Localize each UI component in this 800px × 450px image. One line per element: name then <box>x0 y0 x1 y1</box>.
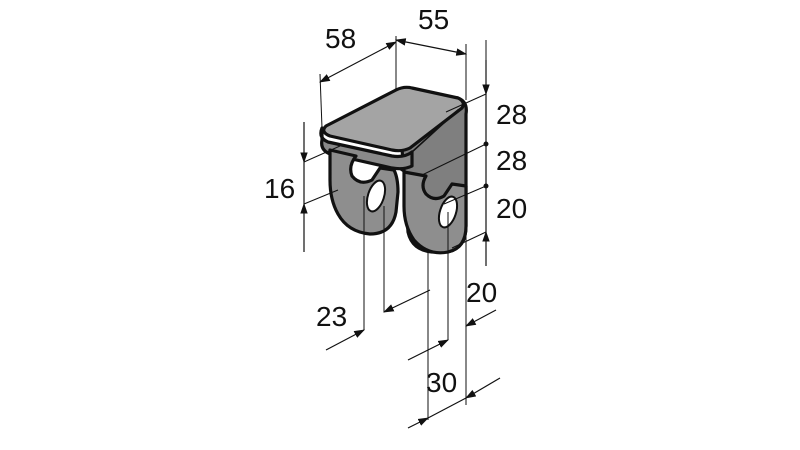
label-lower-width: 20 <box>466 277 497 308</box>
label-height-middle: 28 <box>496 145 527 176</box>
label-top-depth: 55 <box>418 4 449 35</box>
bracket-top-flange <box>322 85 465 153</box>
dim-line-55 <box>394 38 468 56</box>
label-bottom-width: 30 <box>426 367 457 398</box>
dimension-labels: 58 55 28 28 20 16 23 20 30 <box>264 4 527 398</box>
label-height-upper: 28 <box>496 99 527 130</box>
dim-line-30-span <box>427 397 467 419</box>
left-mounting-hole <box>365 179 387 213</box>
label-slot-left: 16 <box>264 173 295 204</box>
dim-line-20-lower-left <box>407 339 449 361</box>
dim-dot-1 <box>483 141 489 147</box>
bracket-part <box>319 85 468 255</box>
label-top-width: 58 <box>325 23 356 54</box>
fold-edge-left <box>397 167 405 173</box>
bracket-front-lip <box>319 126 414 171</box>
dim-dot-2 <box>483 183 489 189</box>
dim-line-30-right <box>465 377 501 399</box>
label-hole-spacing: 23 <box>316 301 347 332</box>
label-height-lower: 20 <box>496 193 527 224</box>
dim-line-23-right <box>383 289 431 313</box>
dimension-lines <box>300 38 501 429</box>
dim-line-30 <box>407 417 429 429</box>
fold-edge-right <box>411 109 459 153</box>
right-hook-slot-edge <box>422 175 453 200</box>
dim-line-20-lower-right <box>465 309 497 327</box>
dim-line-23-left <box>325 329 365 351</box>
dim-line-58 <box>319 41 397 83</box>
left-hook-slot-edge <box>349 155 381 184</box>
